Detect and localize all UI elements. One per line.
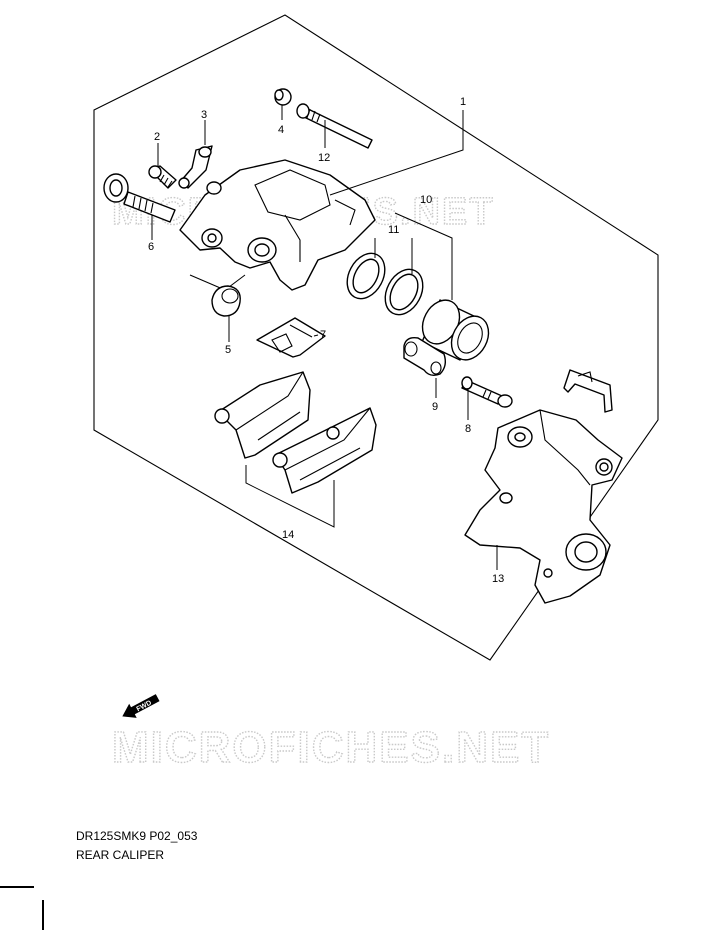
callout-9: 9 bbox=[432, 401, 438, 413]
callout-8: 8 bbox=[465, 423, 471, 435]
bleeder-screw[interactable] bbox=[148, 165, 177, 189]
callout-10: 10 bbox=[420, 194, 432, 206]
pin-8[interactable] bbox=[461, 376, 513, 408]
callout-5: 5 bbox=[225, 344, 231, 356]
watermark-bottom: MICROFICHES.NET bbox=[112, 723, 550, 772]
piston[interactable] bbox=[415, 294, 496, 367]
callout-3: 3 bbox=[201, 109, 207, 121]
pad-retainer[interactable] bbox=[563, 369, 613, 413]
piston-seals[interactable] bbox=[340, 247, 431, 321]
callout-2: 2 bbox=[154, 131, 160, 143]
diagram-title: REAR CALIPER bbox=[76, 848, 165, 862]
assembly-outline bbox=[93, 14, 659, 661]
pad-spring[interactable] bbox=[256, 317, 326, 358]
callout-6: 6 bbox=[148, 241, 154, 253]
caliper-body[interactable] bbox=[179, 159, 376, 291]
pad-pin[interactable] bbox=[296, 103, 373, 149]
callout-4: 4 bbox=[278, 124, 284, 136]
boot-9[interactable] bbox=[403, 336, 447, 377]
bolt-6[interactable] bbox=[103, 173, 176, 223]
pin-cap[interactable] bbox=[274, 88, 292, 106]
caliper-bracket[interactable] bbox=[464, 409, 623, 604]
fwd-label: FWD bbox=[136, 700, 153, 714]
callout-12: 12 bbox=[318, 152, 330, 164]
callout-13: 13 bbox=[492, 573, 504, 585]
brake-pad-front[interactable] bbox=[214, 371, 311, 459]
callout-1: 1 bbox=[460, 96, 466, 108]
bleeder-cap[interactable] bbox=[178, 145, 213, 189]
boot-5[interactable] bbox=[211, 285, 241, 317]
brake-pad-rear[interactable] bbox=[272, 407, 377, 494]
callout-14: 14 bbox=[282, 529, 294, 541]
callout-11: 11 bbox=[388, 224, 399, 236]
margin-rule-horizontal bbox=[0, 886, 34, 888]
callout-7: 7 bbox=[320, 329, 326, 341]
fwd-arrow-icon: FWD bbox=[122, 694, 160, 718]
diagram-code: DR125SMK9 P02_053 bbox=[76, 829, 198, 843]
margin-rule-vertical bbox=[42, 900, 44, 930]
